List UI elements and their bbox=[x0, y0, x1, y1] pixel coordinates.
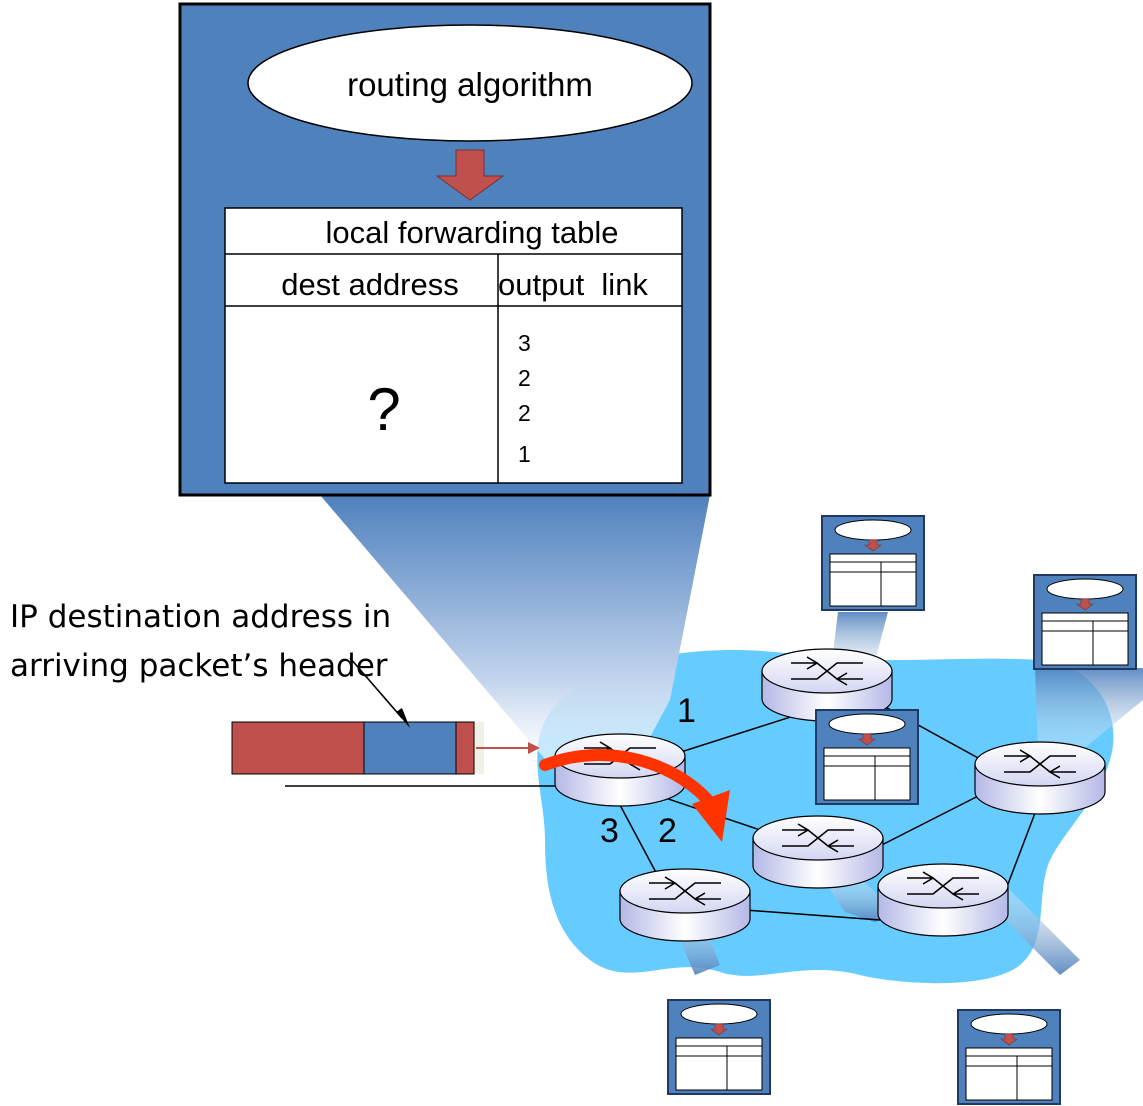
router-icon bbox=[619, 868, 751, 942]
column-output-link: output link bbox=[498, 267, 648, 302]
output-link-value: 3 bbox=[518, 330, 531, 356]
routing-algorithm-oval bbox=[247, 24, 693, 142]
routing-algorithm-label: routing algorithm bbox=[347, 66, 593, 103]
port-label-3: 3 bbox=[600, 812, 619, 850]
down-arrow-icon bbox=[435, 149, 505, 201]
router-forwarding-box bbox=[1033, 574, 1137, 670]
annotation-line-1: IP destination address in bbox=[10, 599, 391, 635]
router-detail-box: routing algorithm local forwarding table… bbox=[178, 2, 712, 497]
router-forwarding-box bbox=[667, 999, 771, 1095]
dest-address-placeholder: ? bbox=[367, 376, 400, 443]
router-forwarding-box bbox=[815, 709, 919, 805]
output-link-value: 1 bbox=[518, 441, 531, 467]
output-link-value: 2 bbox=[518, 365, 531, 391]
table-title: local forwarding table bbox=[326, 215, 619, 250]
spotlight-beam-main bbox=[180, 495, 710, 765]
router-forwarding-box bbox=[821, 515, 925, 611]
curved-arrow-head bbox=[692, 790, 730, 842]
annotation-pointer-head bbox=[396, 708, 410, 728]
router-icon bbox=[752, 815, 884, 889]
annotation-line-2: arriving packet’s header bbox=[10, 648, 388, 684]
curved-arrow-icon bbox=[539, 749, 718, 811]
port-label-1: 1 bbox=[677, 692, 696, 730]
output-link-value: 2 bbox=[518, 400, 531, 426]
packet-icon bbox=[231, 721, 484, 775]
annotation-pointer bbox=[349, 657, 403, 719]
port-label-2: 2 bbox=[658, 812, 677, 850]
spotlight-beam bbox=[1035, 668, 1143, 760]
router-icon bbox=[877, 863, 1009, 937]
router-forwarding-box bbox=[957, 1009, 1061, 1105]
router-icon bbox=[974, 741, 1106, 815]
packet-arrow-head bbox=[528, 742, 540, 754]
column-dest-address: dest address bbox=[281, 267, 459, 302]
